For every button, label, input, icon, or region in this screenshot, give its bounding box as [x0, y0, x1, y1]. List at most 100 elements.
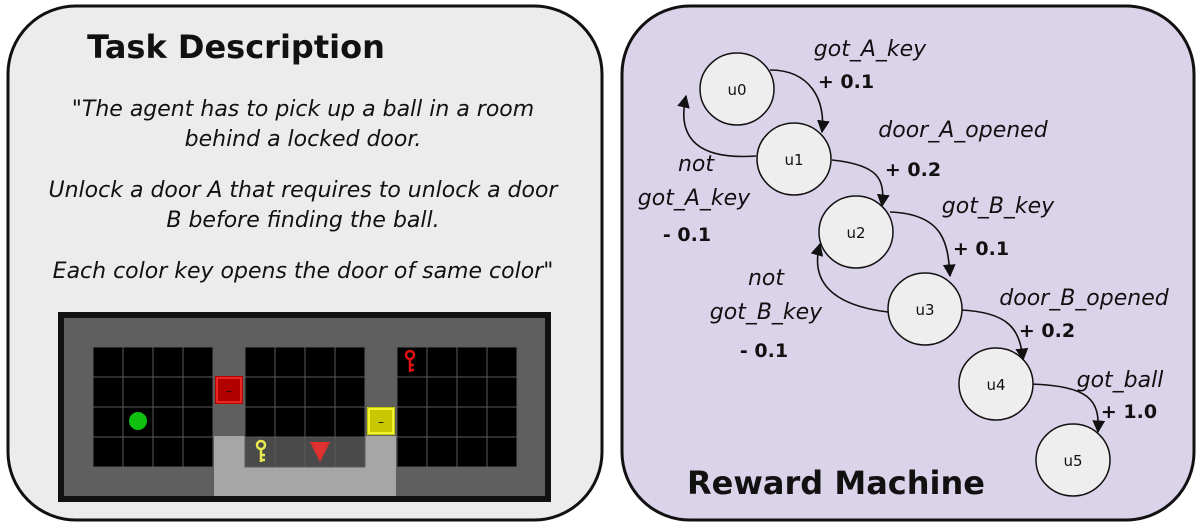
- door-a-handle: –: [226, 384, 232, 398]
- grid-cell: [152, 376, 184, 408]
- grid-cell: [486, 376, 518, 408]
- node-u0: u0: [699, 52, 775, 126]
- grid-cell: [304, 346, 336, 378]
- forward-transition-labels: got_A_key + 0.1 door_A_opened + 0.2 got_…: [814, 37, 1170, 423]
- grid-cell: [274, 376, 306, 408]
- node-label: u5: [1063, 452, 1082, 470]
- grid-cell: [244, 346, 276, 378]
- node-label: u0: [727, 81, 746, 99]
- edge-u3-u4: [959, 309, 1029, 362]
- grid-cell: [456, 436, 488, 468]
- grid-cell: [396, 436, 428, 468]
- trigger-u1-u0-line1: not: [678, 152, 715, 177]
- reward-machine-panel: Reward Machine u0 u1 u2: [620, 4, 1196, 522]
- trigger-u0-u1: got_A_key: [814, 37, 927, 62]
- transition-edges: [677, 69, 1106, 434]
- grid-cell: [92, 376, 124, 408]
- node-u4: u4: [958, 347, 1034, 421]
- node-u5: u5: [1035, 423, 1111, 497]
- grid-cell: [152, 436, 184, 468]
- grid-cell: [92, 346, 124, 378]
- reward-u0-u1: + 0.1: [818, 71, 874, 93]
- grid-cell: [244, 376, 276, 408]
- trigger-u1-u2: door_A_opened: [878, 118, 1048, 143]
- node-u2: u2: [818, 195, 894, 269]
- trigger-u4-u5: got_ball: [1077, 368, 1164, 393]
- grid-cell: [334, 406, 366, 438]
- description-line-4: B before finding the ball.: [166, 208, 439, 233]
- grid-cell: [122, 436, 154, 468]
- trigger-u3-u2-line1: not: [748, 266, 785, 291]
- room-left: [92, 346, 214, 468]
- node-u1: u1: [756, 122, 832, 196]
- grid-cell: [426, 406, 458, 438]
- reward-u1-u2: + 0.2: [885, 159, 941, 181]
- grid-cell: [334, 346, 366, 378]
- reward-u1-u0: - 0.1: [663, 224, 711, 246]
- grid-cell: [486, 406, 518, 438]
- description-line-3: Unlock a door A that requires to unlock …: [49, 178, 560, 203]
- grid-cell: [182, 346, 214, 378]
- grid-cell: [456, 346, 488, 378]
- grid-cell: [182, 436, 214, 468]
- ball-icon: [129, 412, 147, 430]
- agent-triangle-icon: [310, 442, 330, 462]
- grid-cell: [182, 406, 214, 438]
- node-u3: u3: [887, 272, 963, 346]
- grid-cell: [486, 436, 518, 468]
- gridworld: – –: [58, 312, 551, 502]
- task-description-text: "The agent has to pick up a ball in a ro…: [49, 97, 560, 284]
- door-b-handle: –: [378, 415, 384, 429]
- grid-cell: [456, 376, 488, 408]
- trigger-u2-u3: got_B_key: [942, 194, 1055, 219]
- grid-cell: [396, 406, 428, 438]
- grid-cell: [426, 346, 458, 378]
- reward-u4-u5: + 1.0: [1101, 401, 1157, 423]
- grid-cell: [456, 406, 488, 438]
- trigger-u3-u2-line2: got_B_key: [710, 300, 823, 325]
- room-right: [396, 346, 518, 468]
- node-label: u1: [784, 151, 803, 169]
- node-label: u3: [915, 301, 934, 319]
- grid-cell: [274, 346, 306, 378]
- grid-cell: [92, 436, 124, 468]
- reward-u2-u3: + 0.1: [953, 238, 1009, 260]
- edge-u1-u0: [677, 94, 757, 158]
- reward-u3-u4: + 0.2: [1019, 320, 1075, 342]
- reward-machine-title: Reward Machine: [687, 464, 985, 502]
- trigger-u3-u4: door_B_opened: [999, 286, 1169, 311]
- edge-u4-u5: [1029, 383, 1106, 434]
- task-title: Task Description: [87, 28, 385, 66]
- grid-cell: [426, 376, 458, 408]
- door-a: –: [215, 376, 243, 404]
- grid-cell: [92, 406, 124, 438]
- back-transition-labels: not got_A_key - 0.1 not got_B_key - 0.1: [638, 152, 823, 362]
- door-b: –: [367, 407, 395, 435]
- room-middle: [244, 346, 366, 468]
- grid-cell: [334, 376, 366, 408]
- key-b-icon: [255, 439, 267, 462]
- node-label: u4: [986, 376, 1005, 394]
- grid-cell: [122, 376, 154, 408]
- edge-u2-u3: [889, 211, 956, 278]
- grid-cell: [274, 436, 306, 468]
- reward-u3-u2: - 0.1: [740, 340, 788, 362]
- edge-u3-u2: [810, 242, 889, 313]
- description-line-5: Each color key opens the door of same co…: [53, 259, 554, 284]
- edge-u0-u1: [769, 69, 830, 134]
- grid-cell: [334, 436, 366, 468]
- grid-cell: [304, 376, 336, 408]
- state-nodes: u0 u1 u2 u3 u4 u5: [699, 52, 1111, 497]
- grid-cell: [152, 406, 184, 438]
- trigger-u1-u0-line2: got_A_key: [638, 186, 751, 211]
- grid-cell: [426, 436, 458, 468]
- description-line-2: behind a locked door.: [185, 127, 422, 152]
- grid-cell: [244, 406, 276, 438]
- grid-cell: [304, 406, 336, 438]
- grid-cell: [396, 376, 428, 408]
- grid-cell: [396, 346, 428, 378]
- grid-cell: [274, 406, 306, 438]
- description-line-1: "The agent has to pick up a ball in a ro…: [72, 97, 534, 122]
- node-label: u2: [846, 224, 865, 242]
- grid-cell: [122, 346, 154, 378]
